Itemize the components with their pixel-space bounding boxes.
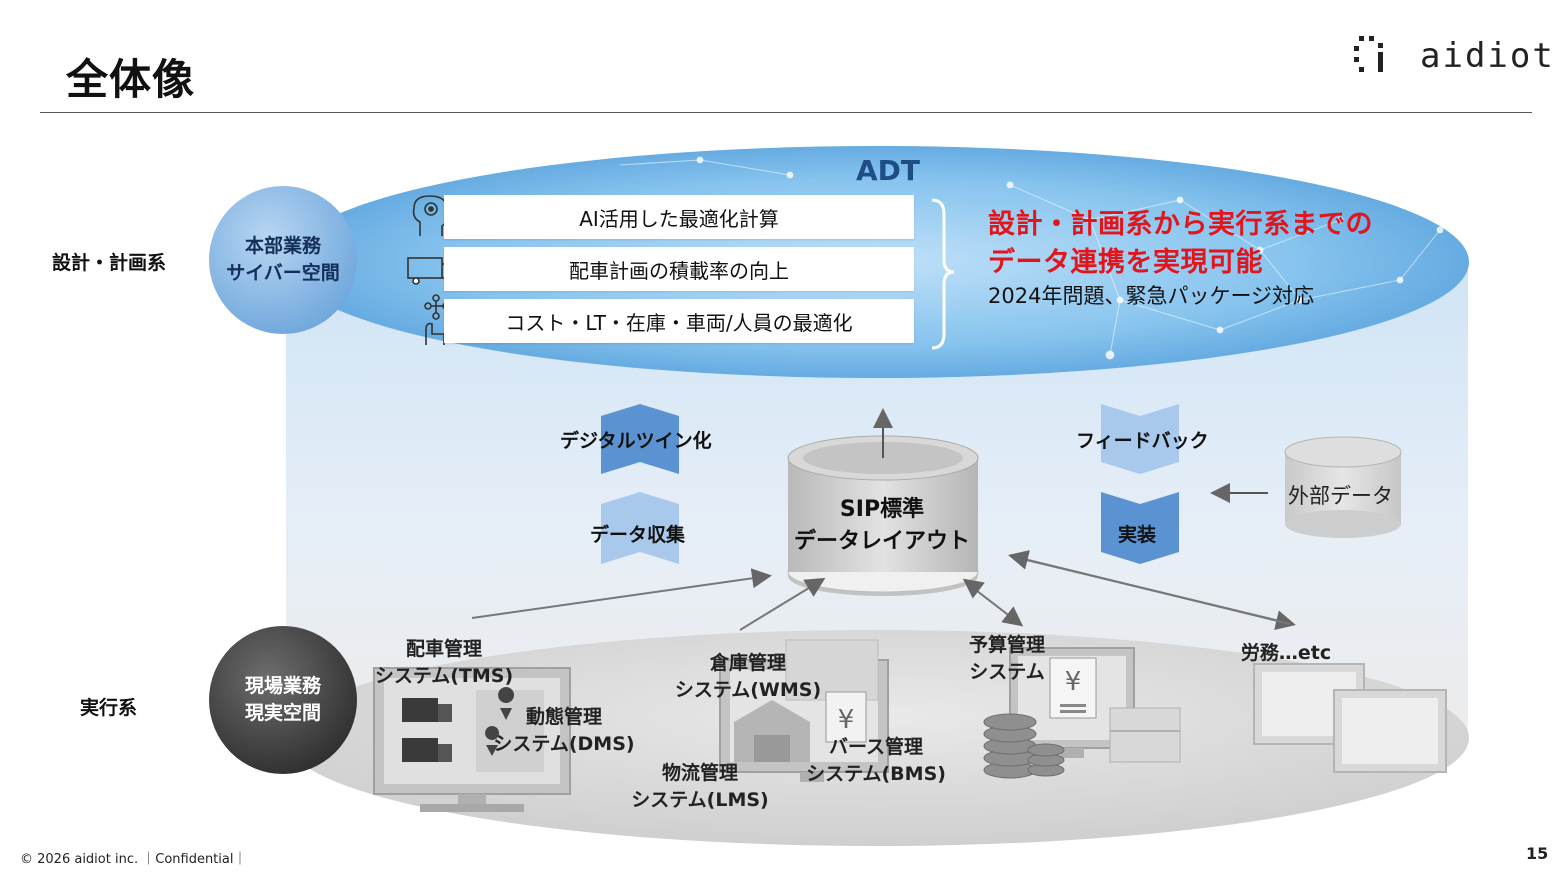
- external-data-icon: [1284, 436, 1402, 538]
- network-decoration: [619, 156, 1444, 360]
- execution-level-label: 実行系: [80, 697, 138, 719]
- brace-icon: [931, 198, 955, 350]
- tms-monitor-icon: [373, 667, 571, 812]
- footer-copyright: © 2026 aidiot inc. ｜Confidential｜: [20, 852, 247, 867]
- task-ai-optimization: AI活用した最適化計算: [444, 195, 914, 239]
- labor-monitor-icon: [1253, 663, 1447, 773]
- digital-twin-label: デジタルツイン化: [560, 430, 712, 452]
- task-cost-optimization: コスト・LT・在庫・車両/人員の最適化: [444, 299, 914, 343]
- sip-database-label: SIP標準 データレイアウト: [793, 497, 970, 554]
- hand-network-icon: [424, 294, 450, 345]
- adt-label: ADT: [856, 154, 921, 187]
- wms-arrow: [739, 577, 826, 631]
- data-collection-chevron: [601, 492, 679, 564]
- task-load-efficiency: 配車計画の積載率の向上: [444, 247, 914, 291]
- real-circle-label: 現場業務 現実空間: [244, 675, 321, 724]
- design-level-label: 設計・計画系: [52, 252, 167, 274]
- feedback-label: フィードバック: [1076, 430, 1209, 452]
- labor-label: 労務…etc: [1240, 642, 1332, 664]
- svg-text:¥: ¥: [838, 705, 855, 735]
- svg-text:¥: ¥: [1065, 667, 1082, 697]
- wms-monitor-icon: ¥: [719, 639, 889, 782]
- bms-label: バース管理 システム(BMS): [806, 736, 946, 785]
- cyber-circle-label: 本部業務 サイバー空間: [226, 235, 340, 284]
- tms-arrow: [471, 568, 772, 619]
- tms-label: 配車管理 システム(TMS): [374, 638, 514, 687]
- title-divider: [40, 112, 1532, 113]
- aidiot-logo-icon: [1354, 36, 1383, 72]
- budget-label: 予算管理 システム: [968, 634, 1045, 683]
- implementation-label: 実装: [1118, 524, 1157, 546]
- data-collection-label: データ収集: [590, 524, 686, 546]
- feedback-chevron: [1101, 404, 1179, 474]
- budget-monitor-icon: ¥: [983, 647, 1181, 779]
- implementation-chevron: [1101, 492, 1179, 564]
- page-title: 全体像: [66, 55, 196, 104]
- message-line2: データ連携を実現可能: [988, 247, 1263, 278]
- wms-label: 倉庫管理 システム(WMS): [674, 652, 822, 701]
- real-circle: [209, 626, 357, 774]
- logo-text: aidiot: [1420, 36, 1555, 76]
- dms-label: 動態管理 システム(DMS): [493, 706, 635, 755]
- message-line1: 設計・計画系から実行系までの: [988, 209, 1373, 240]
- digital-twin-chevron: [601, 404, 679, 474]
- page-number: 15: [1526, 844, 1549, 863]
- lms-label: 物流管理 システム(LMS): [631, 762, 769, 811]
- cyber-circle: [209, 186, 357, 334]
- external-data-label: 外部データ: [1288, 484, 1393, 508]
- message-sub: 2024年問題、緊急パッケージ対応: [988, 284, 1315, 308]
